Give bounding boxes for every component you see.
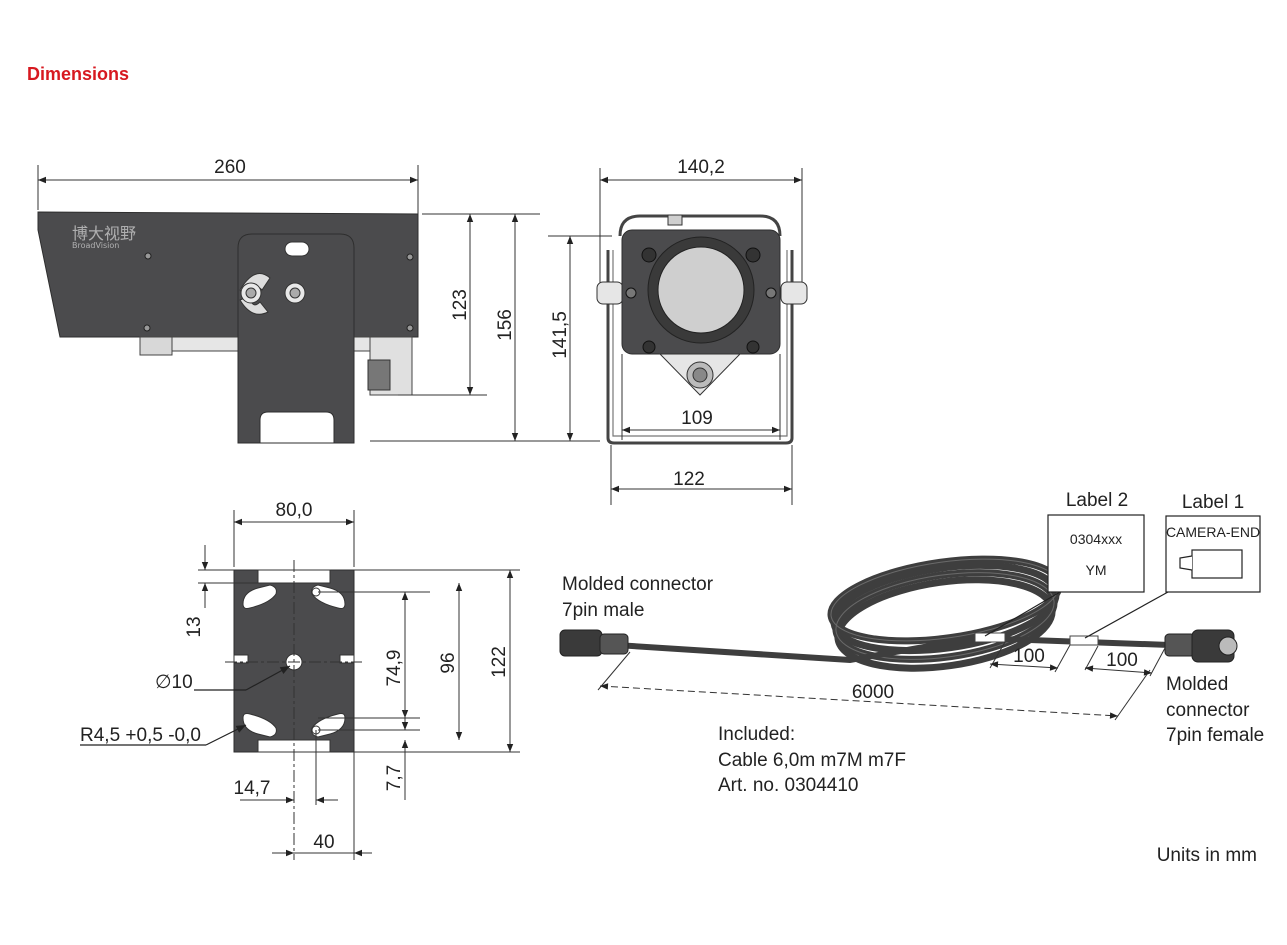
camera-icon (1179, 549, 1243, 579)
female-label-2: connector (1166, 700, 1250, 721)
bracket-top-offset-label: 13 (184, 616, 205, 637)
watermark-en: BroadVision (72, 241, 119, 250)
side-width-label: 260 (214, 157, 246, 178)
bracket-bottom-label: 7,7 (384, 765, 405, 791)
page-title: Dimensions (27, 64, 129, 84)
female-label-3: 7pin female (1166, 725, 1264, 746)
male-label-2: 7pin male (562, 600, 644, 621)
bracket-w14-label: 14,7 (234, 778, 271, 799)
label2-line2: YM (1086, 562, 1107, 578)
bracket-w40-label: 40 (313, 832, 334, 853)
included-line3: Art. no. 0304410 (718, 775, 859, 796)
female-label-1: Molded (1166, 674, 1228, 695)
side-h2-label: 156 (495, 309, 516, 341)
female-connector (1164, 633, 1196, 657)
front-view: 140,2 109 122 (596, 157, 808, 505)
bracket-radius-label: R4,5 +0,5 -0,0 (80, 725, 201, 746)
cable-drawing: Molded connector 7pin male Molded connec… (559, 490, 1264, 796)
bracket-plate (237, 233, 355, 444)
label2-box (1047, 514, 1145, 593)
bracket-h122-label: 122 (489, 646, 510, 678)
label2-title: Label 2 (1066, 490, 1128, 511)
front-window (657, 246, 745, 334)
cable-seg1-label: 100 (1013, 646, 1045, 667)
front-width-label: 140,2 (677, 157, 725, 178)
label1-title: Label 1 (1182, 492, 1244, 513)
bracket-diameter-label: ∅10 (155, 672, 193, 693)
cable-seg2-label: 100 (1106, 650, 1138, 671)
front-inner-label: 109 (681, 408, 713, 429)
label1-text: CAMERA-END (1166, 524, 1260, 540)
side-view: 260 博大视野 BroadVision 123 15 (37, 157, 612, 444)
bracket-drawing: 80,0 13 ∅10 R4,5 +0,5 -0,0 74,9 96 122 7… (80, 500, 520, 860)
male-label-1: Molded connector (562, 574, 714, 595)
bracket-width-label: 80,0 (276, 500, 313, 521)
cable-length-label: 6000 (852, 682, 894, 703)
side-h1-label: 123 (450, 289, 471, 321)
included-line2: Cable 6,0m m7M m7F (718, 750, 906, 771)
watermark-cn: 博大视野 (72, 224, 136, 243)
bracket-h96-label: 96 (438, 652, 459, 673)
units-label: Units in mm (1157, 845, 1257, 866)
side-h3-label: 141,5 (550, 311, 571, 359)
male-connector (559, 629, 603, 657)
label2-line1: 0304xxx (1070, 531, 1122, 547)
bracket-h-slot-label: 74,9 (384, 650, 405, 687)
included-line1: Included: (718, 724, 795, 745)
front-base-label: 122 (673, 469, 705, 490)
